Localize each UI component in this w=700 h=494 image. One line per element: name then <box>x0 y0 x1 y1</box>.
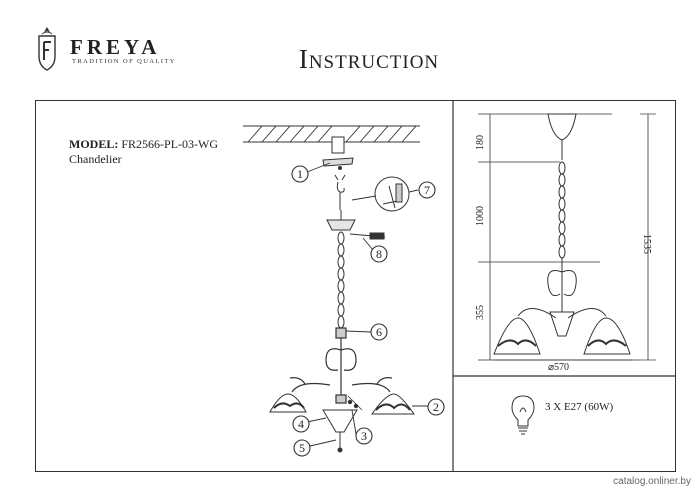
diagram-frame <box>35 100 676 472</box>
dim-canopy-height: 180 <box>475 135 486 150</box>
chandelier-body <box>289 327 393 404</box>
chain <box>337 231 345 329</box>
model-code: FR2566-PL-03-WG <box>121 137 219 151</box>
canopy <box>326 210 356 231</box>
dimension-drawing <box>478 113 656 361</box>
callout-5: 5 <box>299 441 305 455</box>
lamp-shade-right <box>371 393 415 415</box>
bulb-spec: 3 X E27 (60W) <box>545 401 614 413</box>
watermark: catalog.onliner.by <box>610 475 694 488</box>
callout-8: 8 <box>376 247 382 261</box>
model-line: MODEL: FR2566-PL-03-WG <box>69 137 218 152</box>
callout-6: 6 <box>376 325 382 339</box>
dim-total-height: 1535 <box>641 234 652 254</box>
center-cup <box>322 409 358 453</box>
ceiling <box>243 125 420 154</box>
callout-leaders <box>306 162 429 447</box>
callout-2: 2 <box>433 400 439 414</box>
callout-circles <box>291 165 445 457</box>
dim-body-height: 355 <box>475 305 486 320</box>
callout-4: 4 <box>298 417 304 431</box>
bulb-icon <box>511 395 535 435</box>
freya-logo-icon <box>38 27 56 71</box>
brand-tagline: TRADITION OF QUALITY <box>72 58 176 65</box>
product-type: Chandelier <box>69 152 122 166</box>
dim-diameter: ⌀570 <box>548 362 569 373</box>
mounting-plate <box>322 157 354 210</box>
lamp-shade-left <box>269 393 307 413</box>
connector-parts <box>347 395 363 411</box>
model-label: MODEL: <box>69 137 119 151</box>
callout-1: 1 <box>297 167 303 181</box>
callout-7: 7 <box>424 183 430 197</box>
screw-part <box>349 232 386 240</box>
detail-callout-circle <box>351 176 410 212</box>
page-title: Instruction <box>298 44 440 74</box>
brand-name: FREYA <box>70 35 161 59</box>
dim-chain-length: 1000 <box>475 206 486 226</box>
callout-3: 3 <box>361 429 367 443</box>
